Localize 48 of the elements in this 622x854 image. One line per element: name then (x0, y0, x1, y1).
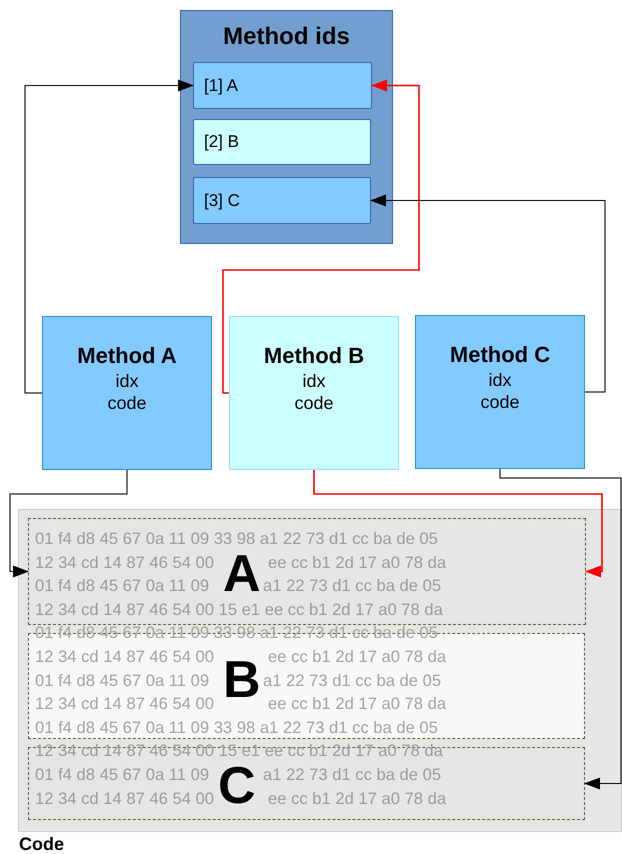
field-label: code (480, 391, 520, 413)
hex-text: 12 34 cd 14 87 46 54 00 (35, 788, 214, 808)
connector-arrow (10, 470, 128, 578)
method-name: Method A (77, 342, 177, 370)
hex-text: 12 34 cd 14 87 46 54 00 (35, 647, 214, 666)
hex-text: 12 34 cd 14 87 46 54 00 15 e1 ee cc b1 2d 17 a0 78 da (35, 600, 443, 619)
field-label: code (294, 392, 334, 414)
method-id-row (193, 119, 371, 165)
hex-text: 01 f4 d8 45 67 0a 11 09 33 98 a1 22 73 d1 cc ba de 05 (35, 718, 438, 737)
hex-text: ee cc b1 2d 17 a0 78 da (268, 647, 446, 666)
id-label: [3] C (204, 190, 240, 210)
method-box (415, 315, 585, 469)
hex-text: 01 f4 d8 45 67 0a 11 09 33 98 a1 22 73 d1 cc ba de 05 (35, 529, 438, 548)
hex-text: ee cc b1 2d 17 a0 78 da (268, 694, 446, 714)
section-letter: B (223, 660, 261, 700)
code-section (28, 518, 586, 625)
panel-title: Method ids (222, 23, 351, 51)
method-box (42, 316, 212, 470)
hex-text: a1 22 73 d1 cc ba de 05 (263, 765, 442, 784)
section-letter: A (223, 554, 261, 594)
id-label: [2] B (204, 132, 239, 152)
hex-text: a1 22 73 d1 cc ba de 05 (263, 670, 442, 690)
method-id-row (193, 177, 371, 224)
field-label: idx (115, 370, 138, 392)
panel-title: Code (19, 834, 64, 854)
connector-arrow (500, 468, 622, 790)
method-ids-panel (180, 10, 393, 244)
hex-text: ee cc b1 2d 17 a0 78 da (268, 788, 446, 808)
hex-text: a1 22 73 d1 cc ba de 05 (263, 576, 442, 596)
field-label: idx (488, 369, 512, 391)
method-box (229, 316, 399, 470)
method-name: Method B (264, 342, 364, 370)
field-label: code (107, 392, 147, 414)
hex-text: 12 34 cd 14 87 46 54 00 (35, 694, 214, 714)
hex-text: 01 f4 d8 45 67 0a 11 09 (35, 765, 210, 784)
method-name: Method C (450, 341, 550, 369)
hex-text: 12 34 cd 14 87 46 54 00 (35, 552, 214, 572)
hex-text: 01 f4 d8 45 67 0a 11 09 (35, 576, 210, 596)
section-letter: C (218, 766, 256, 806)
connector-arrow (313, 470, 603, 578)
hex-text: 01 f4 d8 45 67 0a 11 09 (35, 670, 210, 690)
connector-arrow (370, 194, 606, 392)
id-label: [1] A (204, 76, 238, 96)
hex-text: ee cc b1 2d 17 a0 78 da (268, 552, 446, 572)
connector-arrow (222, 80, 420, 394)
method-id-row (193, 62, 372, 109)
field-label: idx (302, 370, 326, 392)
connector-arrow (24, 80, 194, 394)
